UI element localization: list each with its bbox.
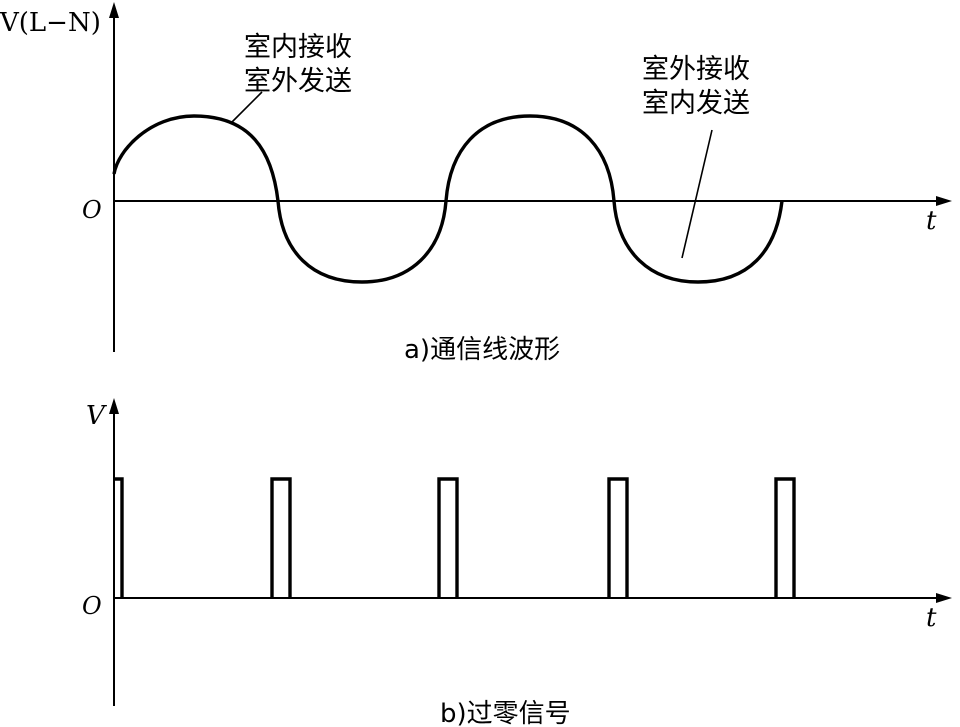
panel-b-pulse-1 (114, 477, 124, 598)
panel-b-caption: b)过零信号 (440, 699, 571, 727)
panel-b-y-arrow (109, 398, 119, 414)
panel-a: V(L−N) O t 室内接收 室外发送 室外接收 室内发送 a)通信线波形 (0, 2, 952, 365)
panel-a-left-leader (231, 91, 263, 123)
panel-a-left-annotation-line2: 室外发送 (244, 66, 352, 97)
panel-b-pulse-2 (270, 477, 292, 598)
panel-a-x-label: t (926, 206, 937, 236)
panel-a-right-annotation-line1: 室外接收 (642, 54, 750, 85)
panel-b-x-arrow (936, 593, 952, 603)
panel-b-x-label: t (926, 603, 937, 633)
panel-b-pulse-4 (607, 477, 629, 598)
panel-a-waveform (112, 114, 784, 284)
panel-a-x-arrow (936, 196, 952, 206)
panel-a-left-annotation-line1: 室内接收 (244, 32, 352, 63)
panel-a-origin-label: O (82, 196, 102, 224)
panel-b-y-label: V (86, 401, 107, 431)
panel-a-y-arrow (109, 2, 119, 18)
panel-b: V O t b)过零信号 (82, 398, 952, 727)
panel-a-right-leader (681, 129, 713, 259)
panel-b-origin-label: O (82, 592, 102, 620)
panel-a-caption: a)通信线波形 (404, 335, 560, 365)
panel-a-y-label: V(L−N) (0, 8, 101, 38)
panel-b-pulse-5 (774, 477, 796, 598)
panel-b-pulse-3 (437, 477, 459, 598)
panel-a-right-annotation-line2: 室内发送 (642, 88, 750, 119)
